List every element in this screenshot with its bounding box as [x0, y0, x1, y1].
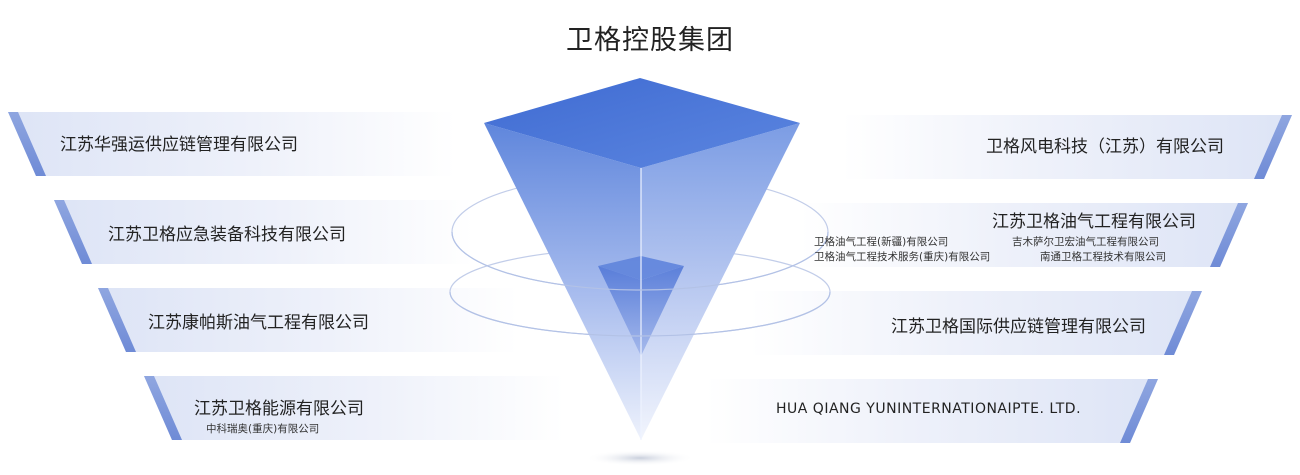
left-band-2 — [54, 200, 474, 264]
pyramid-right-face — [641, 123, 800, 440]
right-company-2-sub-4: 南通卫格工程技术有限公司 — [1040, 251, 1166, 263]
left-band-4 — [144, 376, 564, 440]
left-company-3-name: 江苏康帕斯油气工程有限公司 — [148, 313, 369, 333]
right-company-2-sub-3: 卫格油气工程技术服务(重庆)有限公司 — [814, 251, 991, 263]
right-company-2-sub-2: 吉木萨尔卫宏油气工程有限公司 — [1012, 236, 1159, 248]
left-band-1 — [8, 112, 456, 176]
right-company-2-name: 江苏卫格油气工程有限公司 — [992, 212, 1196, 232]
left-company-4-sub-1: 中科瑞奥(重庆)有限公司 — [206, 423, 320, 435]
right-company-4-name: HUA QIANG YUNINTERNATIONAIPTE. LTD. — [776, 401, 1082, 417]
right-band-4 — [706, 379, 1158, 443]
left-company-1-name: 江苏华强运供应链管理有限公司 — [60, 135, 298, 155]
right-company-2-sub-1: 卫格油气工程(新疆)有限公司 — [814, 236, 949, 248]
right-company-3-name: 江苏卫格国际供应链管理有限公司 — [891, 317, 1146, 337]
pyramid-left-face — [484, 123, 641, 440]
orbit-ring-lower-front — [449, 291, 831, 337]
left-company-4-name: 江苏卫格能源有限公司 — [194, 399, 364, 419]
group-title: 卫格控股集团 — [566, 25, 734, 56]
left-company-2-name: 江苏卫格应急装备科技有限公司 — [108, 225, 346, 245]
right-band-2 — [800, 203, 1248, 267]
right-band-1 — [842, 115, 1292, 179]
pyramid-top-face — [484, 78, 800, 168]
left-band-3 — [98, 288, 518, 352]
orbit-ring-upper-front — [451, 231, 829, 291]
right-company-1-name: 卫格风电科技（江苏）有限公司 — [986, 137, 1224, 157]
pyramid-shadow — [585, 450, 695, 466]
